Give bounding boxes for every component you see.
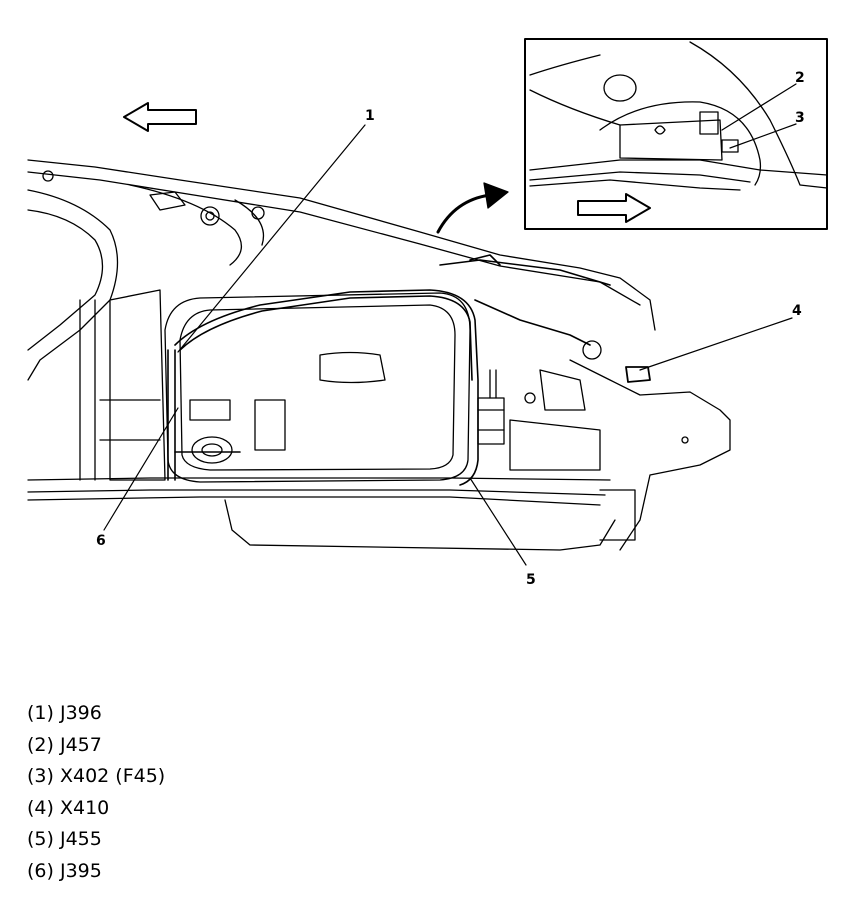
legend-number: (2) [27,733,54,756]
legend-item: (5) J455 [27,824,165,856]
inset-pointer-arrow [436,193,492,234]
inset-detail [524,38,828,230]
vehicle-harness-diagram: 1 2 3 4 5 6 [27,38,828,588]
frame-rail [27,299,616,551]
forward-arrow-icon [123,102,197,132]
legend-code: X410 [59,796,110,819]
compartment-panel [99,289,471,483]
legend-item: (6) J395 [27,856,165,888]
legend-number: (5) [27,828,54,851]
legend-number: (1) [27,702,54,724]
legend-code: J457 [59,733,102,756]
wiring-harness [167,254,611,486]
legend-code: J396 [59,702,102,724]
callout-3: 3 [795,110,805,126]
legend-number: (3) [27,765,54,788]
callout-1: 1 [365,108,375,124]
leader-lines [103,83,797,566]
callout-5: 5 [526,572,536,588]
legend-number: (4) [27,796,54,819]
callout-2: 2 [795,70,805,86]
legend-code: J395 [59,859,102,882]
callout-6: 6 [96,533,106,549]
legend-number: (6) [27,859,54,882]
legend-item: (2) J457 [27,730,165,762]
rear-arrow-icon [577,193,651,223]
callout-4: 4 [792,303,802,319]
body-outline [27,159,656,381]
legend-list: (1) J396 (2) J457 (3) X402 (F45) (4) X41… [27,698,165,888]
legend-code: X402 (F45) [59,765,166,788]
legend-code: J455 [59,828,102,851]
legend-item: (3) X402 (F45) [27,761,165,793]
rear-quarter [509,340,731,551]
connector-j455 [477,369,505,445]
legend-item: (4) X410 [27,793,165,825]
legend-item: (1) J396 [27,698,165,730]
